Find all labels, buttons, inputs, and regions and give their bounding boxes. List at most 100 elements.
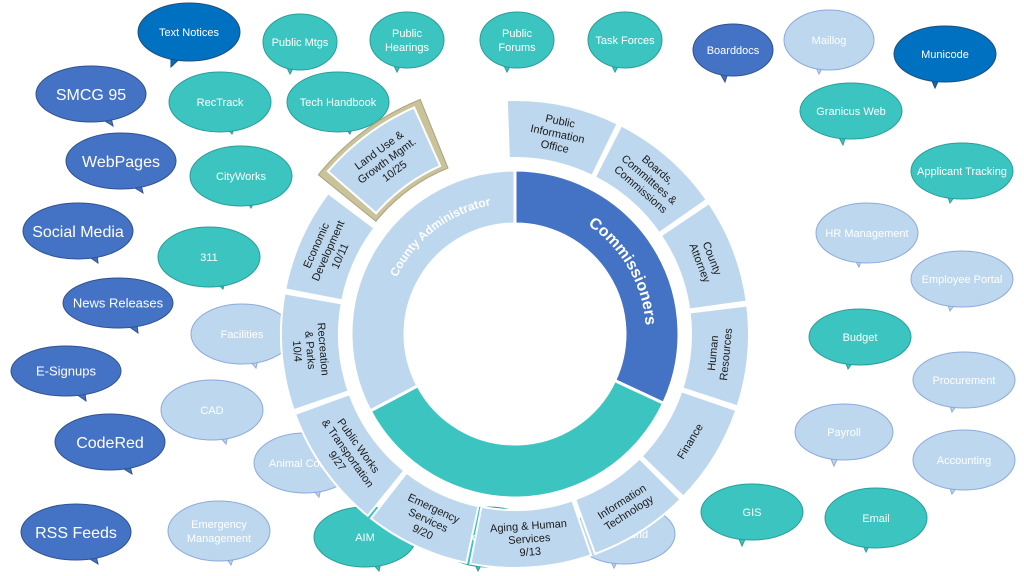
segment-shape — [469, 499, 593, 569]
bubble-label: News Releases — [73, 296, 164, 311]
bubble-task-forces: Task Forces — [587, 11, 663, 74]
bubble-fill — [826, 489, 926, 547]
segment-econdev: EconomicDevelopment10/11 — [284, 191, 376, 302]
bubble-label: CAD — [200, 405, 223, 417]
segment-label: HumanResources — [705, 326, 735, 381]
bubble-label: SMCG 95 — [56, 87, 126, 104]
segment-pio: PublicInformationOffice — [505, 99, 619, 178]
bubble-fill — [801, 84, 901, 138]
segment-shape — [573, 457, 682, 556]
bubble-fill — [139, 4, 239, 60]
bubble-e-signups: E-Signups — [10, 345, 122, 403]
citizens-label: Citizens — [481, 408, 542, 425]
bubble-fill — [371, 13, 443, 67]
bubble-label: E-Signups — [36, 364, 96, 379]
bubble-fill — [159, 228, 259, 286]
bubble-label: Procurement — [933, 375, 996, 387]
bubble-label: HR Management — [825, 228, 908, 240]
bubble-smcg-95: SMCG 95 — [35, 65, 147, 128]
bubble-social-media: Social Media — [22, 202, 134, 265]
bubble-tech-handbook: Tech Handbook — [286, 71, 390, 135]
bubble-webpages: WebPages — [65, 132, 177, 195]
bubble-fill — [191, 147, 291, 205]
bubble-facilities: Facilities — [190, 303, 294, 370]
segment-hr: HumanResources — [681, 304, 750, 408]
bubble-fill — [22, 505, 130, 559]
bubble-maillog: Maillog — [783, 9, 875, 76]
inner-ring-shape — [513, 168, 681, 406]
bubble-fill — [67, 134, 175, 188]
inner-ring-shape — [349, 168, 517, 414]
segment-shape — [593, 124, 709, 235]
bubble-label: Text Notices — [159, 27, 219, 39]
inner-ring-shape — [368, 378, 666, 500]
segment-label: PublicInformationOffice — [527, 110, 589, 159]
inner-ring-administrator — [349, 168, 517, 414]
bubble-label: Boarddocs — [707, 45, 760, 57]
bubble-label: Maillog — [812, 35, 847, 47]
bubble-fill — [162, 381, 262, 439]
bubble-label: Task Forces — [595, 35, 655, 47]
bubble-label: AIM — [355, 532, 375, 544]
bubble-label: 311 — [200, 252, 218, 264]
bubble-fill — [785, 11, 873, 69]
bubble-codered: CodeRed — [54, 413, 166, 476]
segment-shape — [280, 292, 350, 412]
bubble-label: Facilities — [221, 329, 264, 341]
bubble-label: Employee Portal — [922, 274, 1003, 286]
bubble-label: CodeRed — [76, 435, 144, 452]
bubble-news-releases: News Releases — [62, 277, 174, 335]
segment-landuse: Land Use &Growth Mgmt.10/25 — [317, 98, 449, 223]
segment-emergency: EmergencyServices9/20 — [369, 471, 480, 565]
inner-ring-commissioners — [513, 168, 681, 406]
segment-shape — [505, 99, 619, 178]
bubble-fill — [481, 13, 553, 67]
bubble-accounting: Accounting — [912, 429, 1016, 496]
bubble-fill — [12, 347, 120, 395]
inner-ring-citizens — [368, 378, 666, 500]
bubble-fill — [810, 310, 910, 364]
bubble-payroll: Payroll — [794, 403, 894, 468]
bubble-fill — [264, 15, 336, 69]
segment-shape — [640, 390, 738, 498]
bubble-fill — [192, 305, 292, 363]
bubble-fill — [895, 27, 995, 81]
bubble-procurement: Procurement — [912, 351, 1016, 414]
bubble-text-notices: Text Notices — [137, 2, 241, 69]
bubble-label: CityWorks — [216, 171, 266, 183]
bubble-municode: Municode — [893, 25, 997, 90]
bubble-fill — [796, 405, 892, 459]
bubble-label: RSS Feeds — [35, 525, 117, 542]
bubble-fill — [914, 431, 1014, 489]
segment-shape — [326, 106, 442, 215]
segment-label: Recreation& Parks10/4 — [289, 322, 331, 378]
bubble-fill — [288, 73, 388, 131]
segment-shape — [681, 304, 750, 408]
bubble-label: Email — [862, 513, 890, 525]
bubble-label: RecTrack — [197, 97, 244, 109]
segment-label: Aging & HumanServices9/13 — [490, 518, 570, 561]
segment-shape — [369, 471, 480, 565]
segment-recreation: Recreation& Parks10/4 — [280, 292, 350, 412]
bubble-fill — [170, 73, 270, 131]
bubble-hr-management: HR Management — [815, 202, 919, 269]
segment-boards: Boards,Committees &Commissions — [593, 124, 709, 235]
bubble-label: GIS — [743, 507, 762, 519]
bubble-label: Social Media — [32, 224, 124, 241]
bubble-budget: Budget — [808, 308, 912, 371]
bubble-fill — [24, 204, 132, 258]
bubble-label: Budget — [843, 332, 878, 344]
center-circle — [406, 225, 624, 443]
bubble-cityworks: CityWorks — [189, 145, 293, 210]
bubble-boarddocs: Boarddocs — [692, 23, 774, 84]
bubble-public-mtgs: Public Mtgs — [262, 13, 338, 76]
segment-shape — [284, 191, 376, 302]
